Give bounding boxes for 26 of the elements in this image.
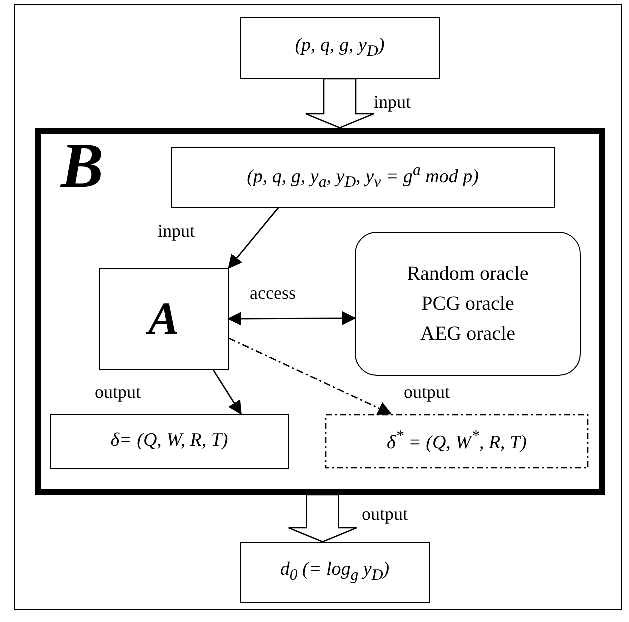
output-box [325, 414, 589, 469]
algorithm-b-box [35, 128, 605, 495]
algorithm-symbol: B [61, 129, 104, 203]
arrow [228, 311, 356, 326]
math-expression: δ= (Q, W, R, T) [110, 430, 228, 453]
oracle-name: Random oracle [407, 262, 529, 287]
edge-label: input [156, 222, 198, 242]
math-expression: (p, q, g, y$_{D}$) [295, 34, 385, 62]
oracle-name: PCG oracle [422, 292, 514, 317]
parameter-box [171, 147, 555, 208]
math-expression: δ$^{*}$ = (Q, W$^{*}$, R, T) [387, 428, 527, 456]
output-box [50, 414, 289, 469]
algorithm-a-box [99, 268, 229, 370]
result-box [240, 542, 430, 603]
block-arrow [288, 494, 358, 543]
block-arrow [305, 78, 375, 129]
edge-label: input [372, 93, 414, 113]
arrow [228, 208, 280, 270]
input-tuple-box [240, 17, 440, 79]
math-expression: d$_{0}$ (= log$_{g}$ y$_{D}$) [280, 559, 390, 586]
math-expression: (p, q, g, y$_{a}$, y$_{D}$, y$_{v}$ = g$^{a}$ mod p) [247, 162, 479, 194]
algorithm-symbol: A [148, 291, 180, 347]
arrow [212, 370, 242, 416]
arrow [228, 338, 392, 416]
oracle-name: AEG oracle [420, 322, 516, 347]
oracle-box [355, 232, 581, 376]
